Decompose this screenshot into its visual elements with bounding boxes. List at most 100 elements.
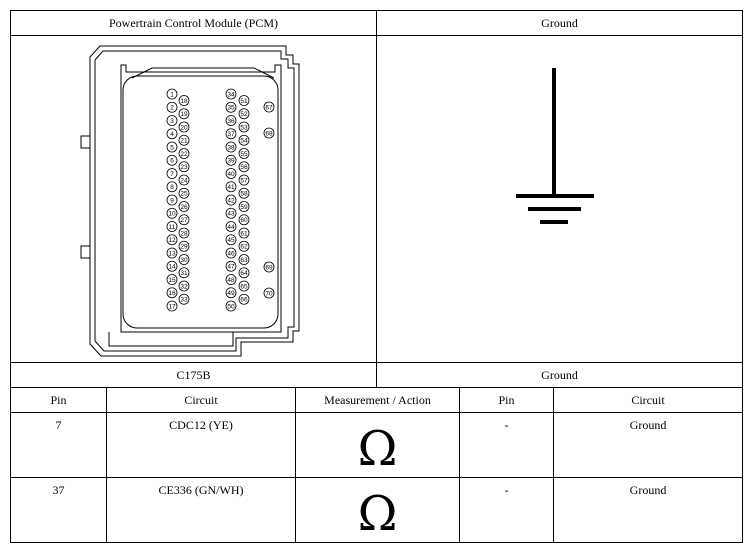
connector-pin-label-63: 63 (240, 257, 248, 264)
connector-pin-label-44: 44 (227, 224, 235, 231)
pcm-header: Powertrain Control Module (PCM) (10, 10, 377, 36)
connector-pin-label-48: 48 (227, 277, 235, 284)
connector-pin-label-62: 62 (240, 244, 248, 251)
connector-pin-34 (225, 88, 237, 100)
connector-pin-31 (178, 267, 190, 279)
connector-pin-57 (238, 174, 250, 186)
connector-pin-23 (178, 161, 190, 173)
connector-pin-49 (225, 287, 237, 299)
connector-pin-label-43: 43 (227, 211, 235, 218)
connector-pin-14 (166, 260, 178, 272)
connector-pin-label-51: 51 (240, 98, 248, 105)
connector-pin-42 (225, 194, 237, 206)
connector-pin-label-40: 40 (227, 171, 235, 178)
connector-pin-45 (225, 234, 237, 246)
connector-pin-9 (166, 194, 178, 206)
connector-pin-label-64: 64 (240, 270, 248, 277)
connector-pin-55 (238, 148, 250, 159)
connector-pin-30 (178, 254, 190, 265)
connector-pin-3 (166, 115, 178, 126)
ohm-icon: Ω (357, 421, 398, 477)
connector-pin-label-3: 3 (170, 118, 174, 125)
connector-pin-label-39: 39 (227, 158, 235, 165)
connector-pin-label-7: 7 (170, 171, 174, 178)
connector-pin-label-25: 25 (180, 191, 188, 198)
connector-pin-label-15: 15 (168, 277, 176, 284)
connector-pin-67 (263, 101, 275, 113)
connector-pin-58 (238, 187, 250, 199)
connector-pin-25 (178, 187, 190, 199)
connector-pin-33 (178, 293, 190, 305)
connector-pin-label-50: 50 (227, 303, 235, 310)
connector-pin-label-65: 65 (240, 283, 248, 290)
connector-pin-label-8: 8 (170, 184, 174, 191)
connector-pin-label-32: 32 (180, 283, 188, 290)
ground-symbol-cell (376, 35, 743, 363)
connector-id-label: C175B (10, 362, 377, 388)
table-row-2-circuit: CE336 (GN/WH) (106, 477, 296, 543)
connector-pin-1 (166, 88, 178, 100)
connector-pin-label-34: 34 (227, 91, 235, 98)
connector-pin-label-42: 42 (227, 197, 235, 204)
connector-pin-69 (263, 261, 275, 273)
connector-pin-20 (178, 121, 190, 133)
connector-pin-label-18: 18 (180, 98, 188, 105)
connector-pin-label-17: 17 (168, 303, 176, 310)
connector-pin-label-26: 26 (180, 204, 188, 211)
connector-pin-50 (225, 300, 237, 312)
connector-pin-62 (238, 240, 250, 252)
connector-pin-label-52: 52 (240, 111, 248, 118)
connector-pin-label-45: 45 (227, 237, 235, 244)
table-row-2-pin: 37 (10, 477, 107, 543)
connector-pin-68 (263, 127, 275, 139)
connector-pin-27 (178, 214, 190, 226)
connector-pin-18 (178, 95, 190, 106)
connector-pin-16 (166, 287, 178, 299)
connector-pin-label-49: 49 (227, 290, 235, 297)
connector-pin-12 (166, 234, 178, 246)
ohm-icon: Ω (357, 486, 398, 542)
connector-pin-label-24: 24 (180, 177, 188, 184)
connector-pin-46 (225, 247, 237, 259)
connector-pin-label-1: 1 (170, 91, 174, 98)
col-header-circuit-2: Circuit (553, 387, 743, 413)
col-header-circuit: Circuit (106, 387, 296, 413)
col-header-measurement: Measurement / Action (295, 387, 460, 413)
connector-pin-label-36: 36 (227, 118, 235, 125)
table-row-1-pin-2: - (459, 412, 554, 478)
connector-pin-37 (225, 128, 237, 140)
pcm-connector-diagram: 1234567891011121314151617181920212223242… (80, 45, 300, 357)
connector-pin-label-20: 20 (180, 124, 188, 131)
connector-pin-label-16: 16 (168, 290, 176, 297)
ground-footer-label: Ground (376, 362, 743, 388)
table-row-2-measurement: Ω (295, 477, 460, 543)
connector-pin-label-57: 57 (240, 177, 248, 184)
connector-pin-6 (166, 154, 178, 166)
connector-pin-66 (238, 293, 250, 305)
connector-pin-label-53: 53 (240, 124, 248, 131)
connector-pin-11 (166, 221, 178, 232)
ground-icon (516, 68, 594, 224)
connector-pin-label-41: 41 (227, 184, 235, 191)
connector-pin-label-61: 61 (240, 230, 248, 237)
connector-pin-36 (225, 115, 237, 126)
connector-pin-label-13: 13 (168, 250, 176, 257)
table-row-1-measurement: Ω (295, 412, 460, 478)
connector-pin-label-2: 2 (170, 105, 174, 112)
col-header-pin: Pin (10, 387, 107, 413)
table-row-2-pin-2: - (459, 477, 554, 543)
connector-pin-label-35: 35 (227, 105, 235, 112)
connector-pin-label-37: 37 (227, 131, 235, 138)
ground-header: Ground (376, 10, 743, 36)
connector-pin-label-28: 28 (180, 230, 188, 237)
connector-pin-44 (225, 221, 237, 232)
table-row-2-circuit-2: Ground (553, 477, 743, 543)
table-row-1-circuit: CDC12 (YE) (106, 412, 296, 478)
connector-pin-64 (238, 267, 250, 279)
connector-pin-label-14: 14 (168, 264, 176, 271)
connector-pin-label-67: 67 (265, 104, 273, 111)
connector-pin-label-9: 9 (170, 197, 174, 204)
connector-pin-7 (166, 168, 178, 179)
connector-pin-51 (238, 95, 250, 106)
